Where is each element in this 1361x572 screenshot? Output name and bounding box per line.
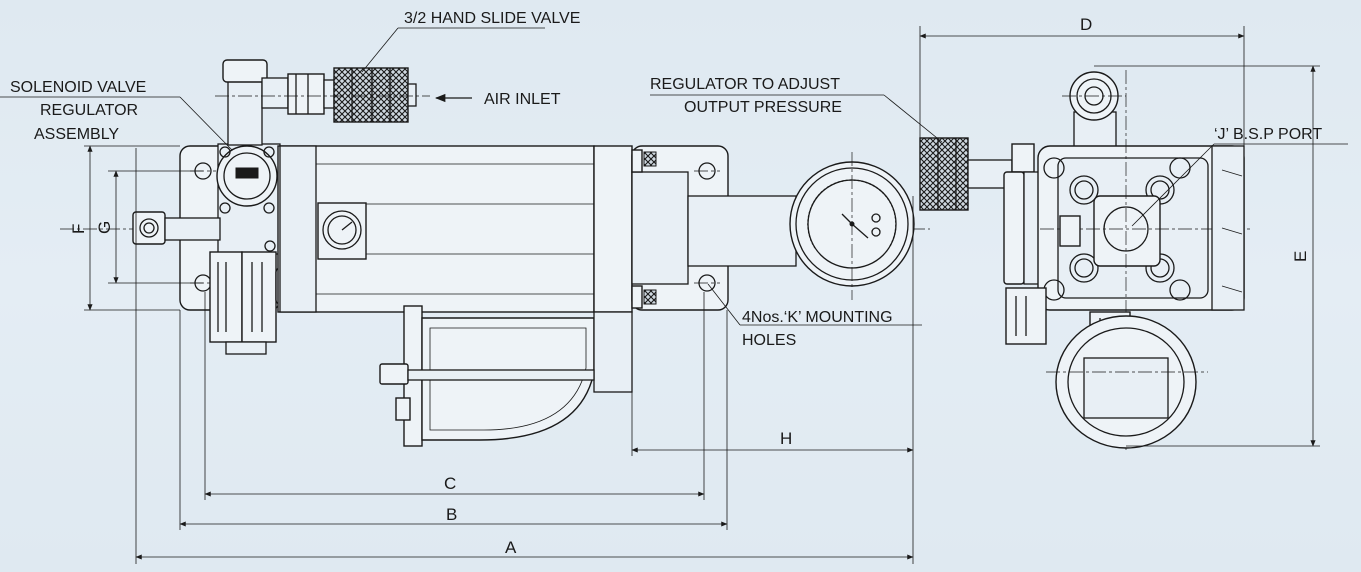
leader-lines <box>0 27 1348 326</box>
dim-f: F <box>69 224 88 234</box>
dim-d: D <box>1080 15 1092 34</box>
label-hand-slide-valve: 3/2 HAND SLIDE VALVE <box>404 10 580 27</box>
dim-h: H <box>780 429 792 448</box>
dim-g: G <box>95 221 114 234</box>
label-bsp-port: ‘J’ B.S.P PORT <box>1214 126 1322 143</box>
label-mounting-1: 4Nos.‘K’ MOUNTING <box>742 309 893 326</box>
dimension-lines <box>84 26 1320 564</box>
label-solenoid-2: REGULATOR <box>40 102 138 119</box>
label-solenoid-1: SOLENOID VALVE <box>10 79 146 96</box>
label-solenoid-3: ASSEMBLY <box>34 126 119 143</box>
dim-b: B <box>446 505 457 524</box>
side-view <box>60 59 930 447</box>
front-view <box>919 70 1250 450</box>
dim-e: E <box>1291 251 1310 262</box>
label-mounting-2: HOLES <box>742 332 796 349</box>
text-labels: 3/2 HAND SLIDE VALVE SOLENOID VALVE REGU… <box>10 10 1322 557</box>
dim-c: C <box>444 474 456 493</box>
dim-a: A <box>505 538 517 557</box>
label-regulator-2: OUTPUT PRESSURE <box>684 99 842 116</box>
hand-slide-valve-knob <box>333 67 409 123</box>
label-air-inlet: AIR INLET <box>484 91 561 108</box>
regulator-knob <box>919 137 969 211</box>
label-regulator-1: REGULATOR TO ADJUST <box>650 76 840 93</box>
